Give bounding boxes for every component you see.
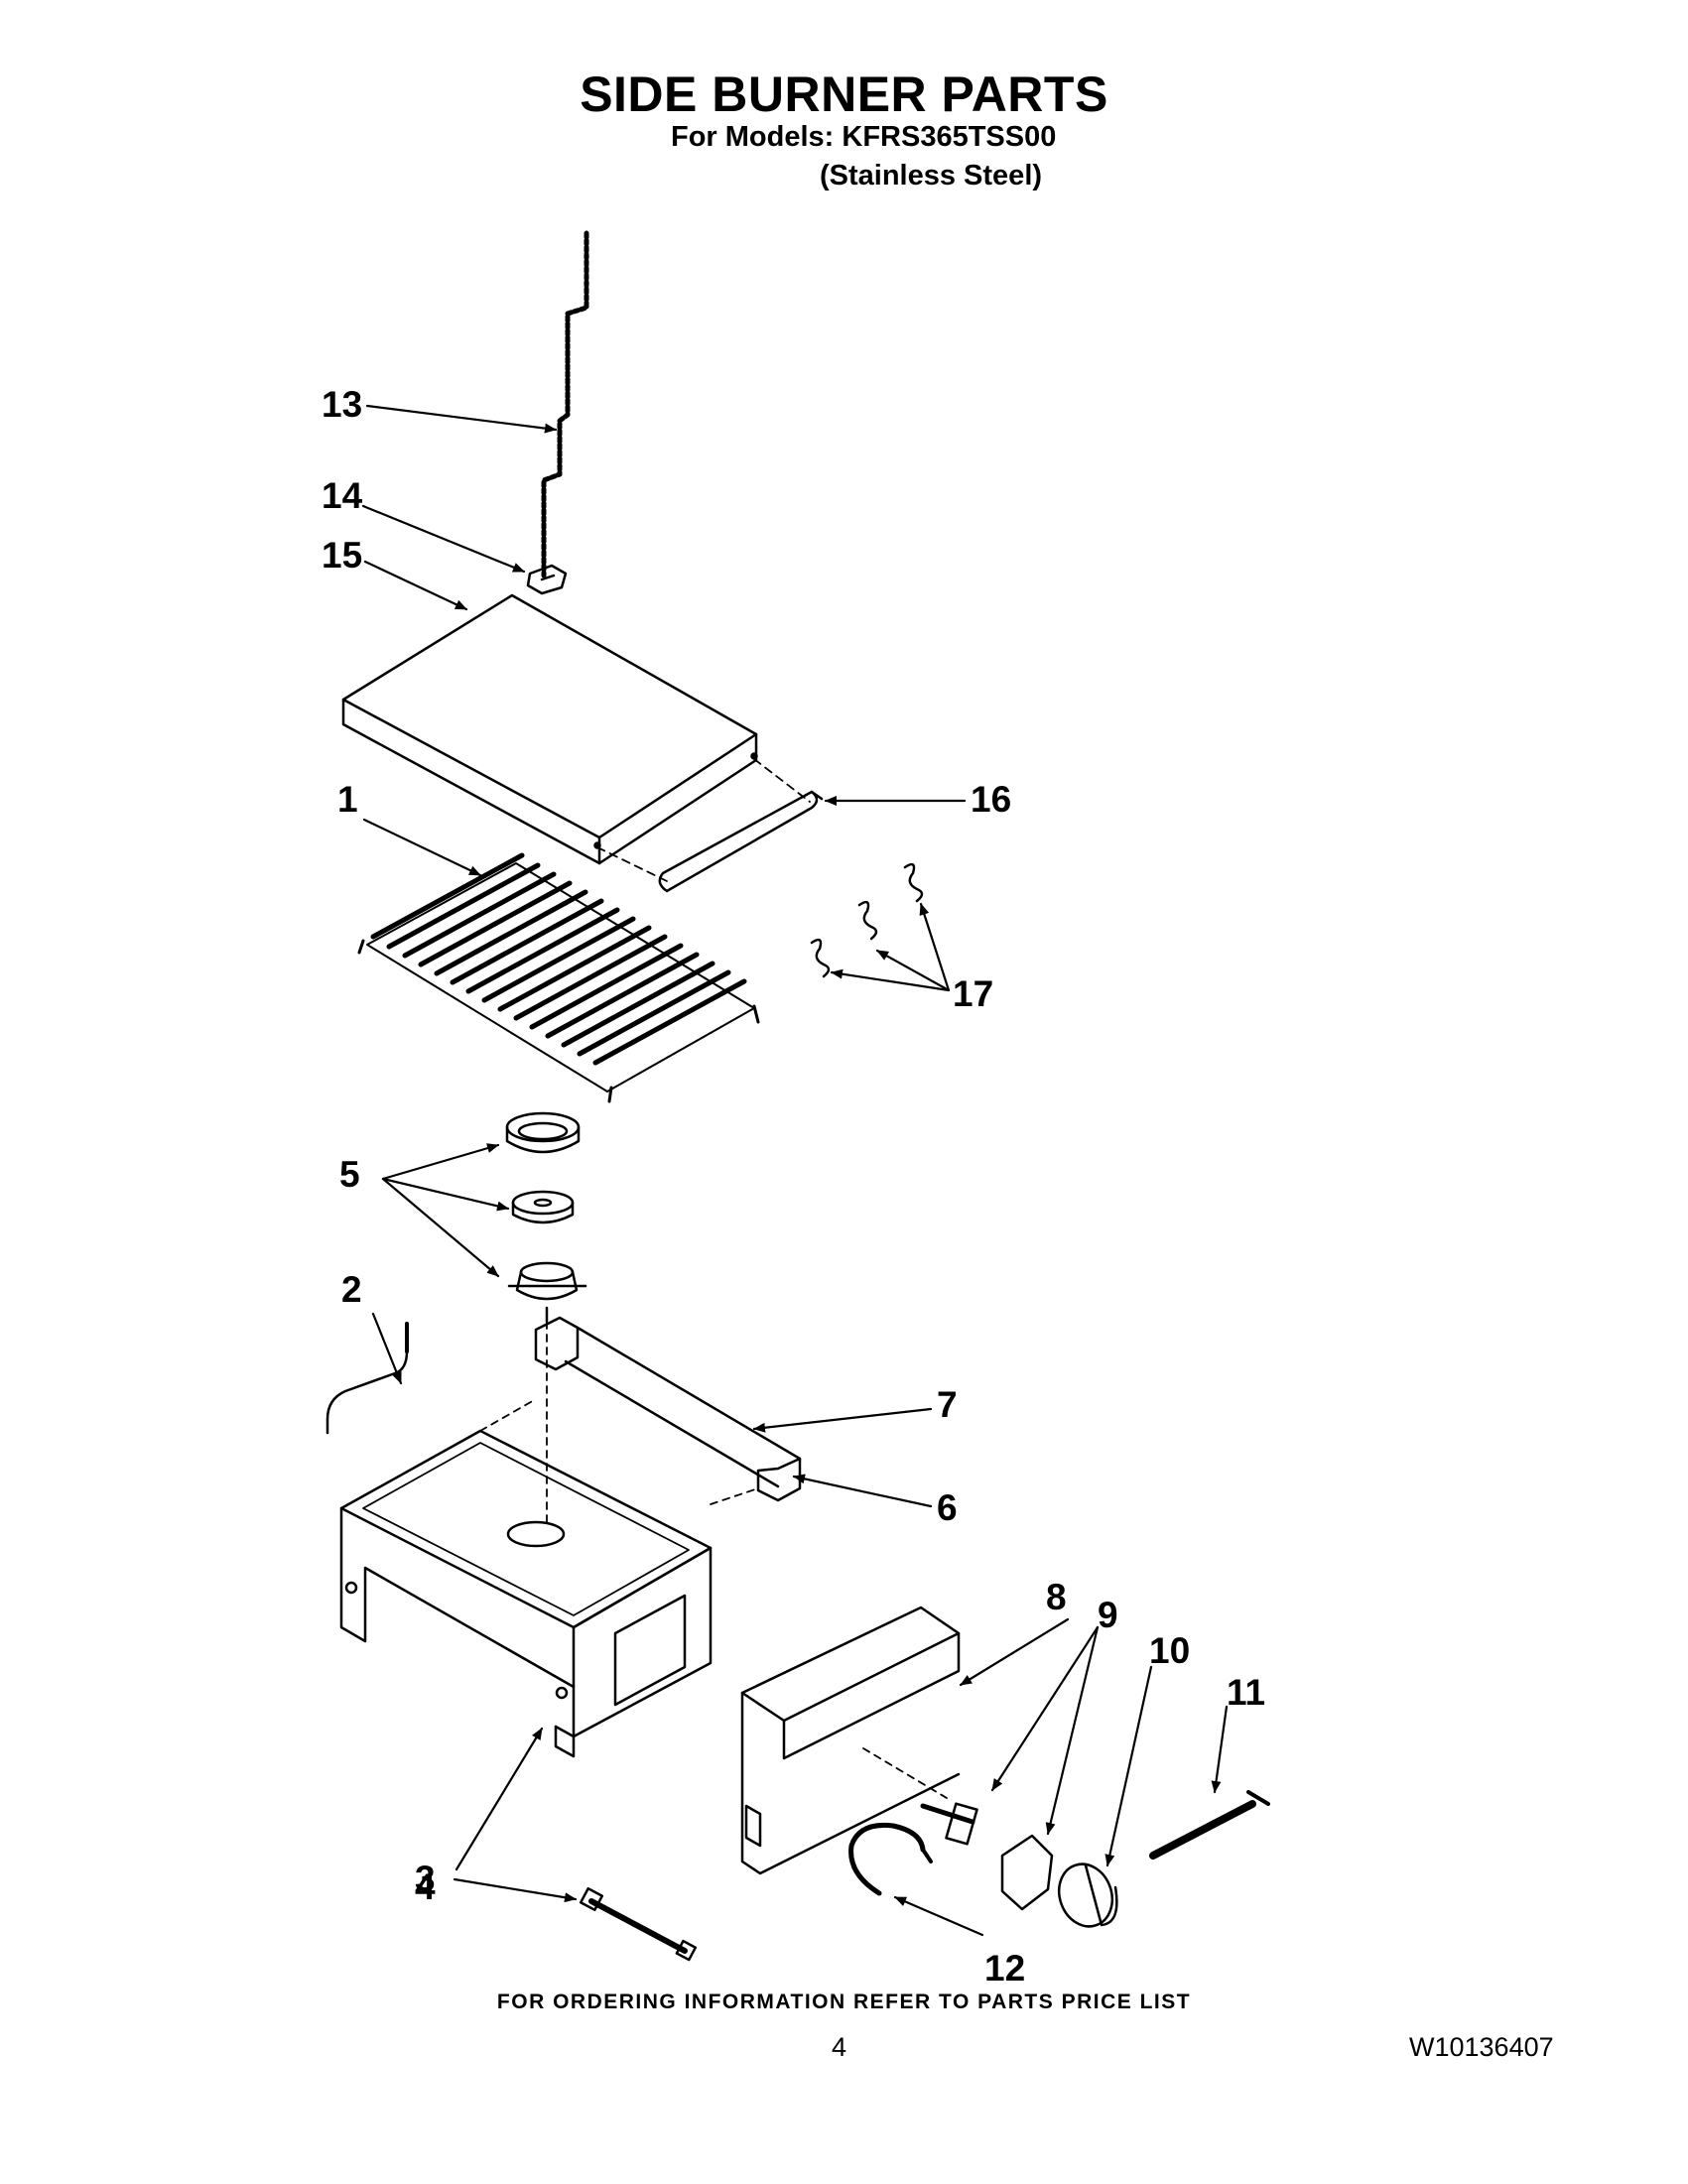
part-3-burner-box <box>339 1429 713 1758</box>
page-number: 4 <box>832 2032 847 2062</box>
part-11-igniter <box>1149 1790 1270 1860</box>
document-number: W10136407 <box>1409 2032 1554 2062</box>
callout-3: 3 <box>415 1859 436 1899</box>
part-2-electrode <box>325 1322 409 1435</box>
callout-17: 17 <box>953 973 993 1014</box>
callout-7: 7 <box>937 1384 958 1425</box>
assembly-lines <box>479 1321 948 1799</box>
part-7-tube <box>534 1316 802 1502</box>
callout-1: 1 <box>337 779 358 820</box>
leader-lines <box>361 404 1229 1937</box>
callout-2: 2 <box>341 1269 362 1310</box>
callout-labels: 13 14 15 16 1 17 5 2 7 6 8 9 10 11 3 4 1… <box>322 384 1265 1989</box>
callout-13: 13 <box>322 384 362 425</box>
callout-4: 4 <box>415 1866 436 1907</box>
part-10-knob <box>1057 1863 1118 1928</box>
part-17-clips <box>810 862 924 978</box>
part-5-burner-assembly <box>505 1111 587 1324</box>
part-1-grate <box>357 852 760 1103</box>
part-12-flex-tube <box>848 1822 933 1896</box>
callout-11: 11 <box>1227 1672 1265 1713</box>
callout-9: 9 <box>1098 1595 1118 1635</box>
callout-10: 10 <box>1149 1630 1190 1671</box>
callout-6: 6 <box>937 1487 958 1528</box>
callout-12: 12 <box>984 1948 1025 1989</box>
part-8-bracket <box>740 1606 961 1875</box>
ordering-note: FOR ORDERING INFORMATION REFER TO PARTS … <box>496 1991 1192 2013</box>
part-13-wire-harness <box>541 230 589 578</box>
part-15-cover <box>341 593 758 865</box>
page-title: SIDE BURNER PARTS <box>580 66 1108 122</box>
callout-14: 14 <box>322 475 363 516</box>
callout-16: 16 <box>971 779 1011 820</box>
part-9-valve <box>920 1802 1054 1911</box>
model-line: For Models: KFRS365TSS00 <box>671 121 1057 153</box>
part-4-gas-line <box>579 1886 698 1962</box>
callout-8: 8 <box>1046 1577 1067 1617</box>
model-variant: (Stainless Steel) <box>820 160 1043 192</box>
callout-5: 5 <box>339 1154 360 1195</box>
part-14-clip <box>526 564 568 595</box>
part-16-handle <box>596 758 824 893</box>
callout-15: 15 <box>322 535 362 576</box>
